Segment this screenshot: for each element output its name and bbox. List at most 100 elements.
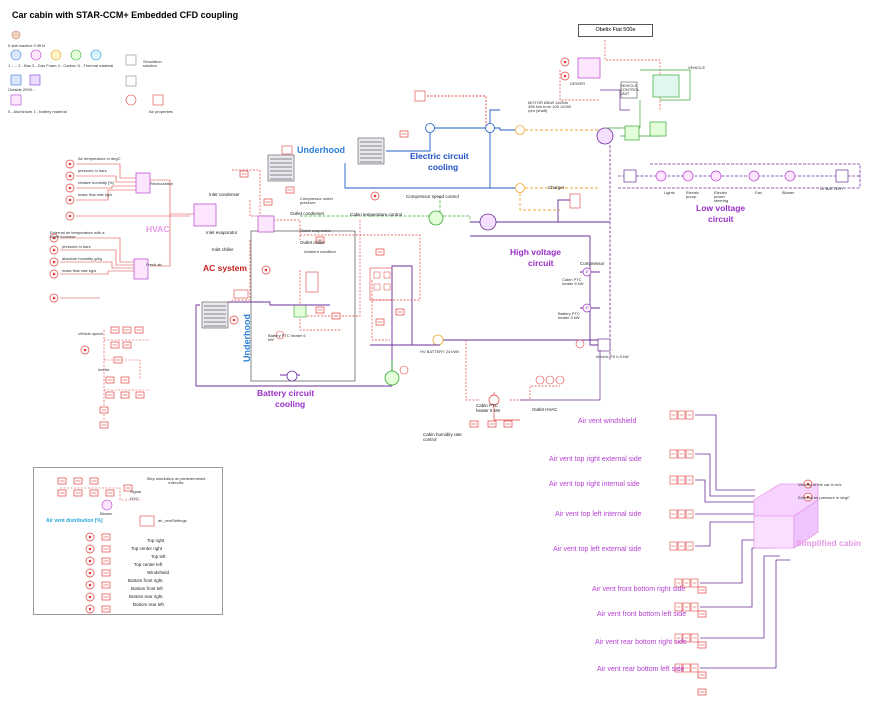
compressor-speed-label: Compressor speed control: [406, 194, 459, 199]
driver-label: DRIVER: [570, 81, 586, 86]
legend-item-3: Top left: [151, 554, 166, 559]
low-voltage-label-1: Low voltage: [696, 203, 746, 213]
legend-small-1: 0 stat inactive 0 lift N: [8, 43, 45, 48]
recirculation-label: Recirculation: [150, 181, 174, 186]
step-simulation-label: Step simulation at predetermined interva…: [146, 476, 206, 485]
electric-components: [399, 90, 614, 193]
air-vent-9: Air vent rear bottom left side: [597, 666, 685, 673]
underhood-left-label: Underhood: [242, 314, 252, 362]
hvac-input2-4: mass flow rate kg/s: [62, 268, 97, 273]
charger-label: Charger: [548, 185, 565, 190]
hvac-input2-2: pressure in bars: [62, 244, 91, 249]
air-vent-6: Air vent front bottom right side: [592, 586, 686, 593]
fresh-air-label: Fresh air: [146, 262, 162, 267]
air-vent-legend-box: [33, 467, 223, 615]
air-vent-8: Air vent rear bottom right side: [595, 639, 687, 646]
compressor-outlet-pressure-label: Compressor outlet pressure: [300, 196, 333, 205]
legend-item-8: Bottom rear right: [129, 594, 163, 599]
motor-label: MOTOR 83kW 162Nm 396 Nm from 100 12000 r…: [528, 100, 572, 113]
battery-circuit-label-2: cooling: [275, 399, 306, 409]
air-vent-4: Air vent top left internal side: [555, 511, 642, 518]
legend-small-4: 0 - Aluminium 1 - battery material: [8, 109, 67, 114]
inlet-chiller-label: Inlet chiller: [212, 247, 234, 252]
low-voltage-label-2: circuit: [708, 214, 734, 224]
cabin-ptc-blocks: [469, 339, 585, 428]
lv-battery-label: LV BATTERY: [820, 186, 844, 191]
legend-icons: [10, 30, 164, 106]
cabin-temp-control-label: Cabin temperature control: [350, 212, 403, 217]
vehicle-blocks: [560, 57, 680, 141]
legend-title: Air vent distribution [%]: [46, 518, 103, 524]
legend-extra-dyo: DYO: [130, 496, 139, 501]
electric-circuit-label-2: cooling: [428, 162, 459, 172]
electric-cooling-lines: [344, 95, 600, 211]
inertia-label: Inertia: [98, 367, 110, 372]
cabin-humidity-label: Cabin humidity rate control: [423, 432, 462, 442]
hvac-input-4: mass flow rate kg/s: [78, 192, 113, 197]
battery-ptc-left-label: Battery PTC heater 6 kW: [268, 333, 306, 342]
external-pressure-label: External air pressure in degC: [798, 495, 850, 500]
hvac-input-3: relative humidity [%]: [78, 180, 114, 185]
electric-circuit-label-1: Electric circuit: [410, 151, 469, 161]
low-voltage-blocks: [623, 169, 849, 183]
compressor-label: Compressor: [580, 261, 605, 266]
high-voltage-label-2: circuit: [528, 258, 554, 268]
battery-circuit-label-1: Battery circuit: [257, 388, 315, 398]
high-voltage-blocks: [432, 193, 611, 352]
electric-ps-label: electric PS 0.9 kW: [596, 354, 629, 359]
hv-battery-label: HV BATTERY 24 kWh: [420, 349, 460, 354]
lv-item-steering: Electric power steering: [714, 190, 729, 203]
lv-item-lights: Lights: [664, 190, 675, 195]
battery-blocks: [229, 265, 409, 386]
ac-system-lines: [232, 169, 471, 341]
high-voltage-label-1: High voltage: [510, 247, 562, 257]
legend-item-6: Bottom front right: [128, 578, 163, 583]
vehicle-box-label: Obelix Fiat 500e: [578, 24, 653, 37]
simplified-cabin-label: Simplified cabin: [796, 538, 862, 548]
ac-system-label: AC system: [203, 263, 247, 273]
hvac-input-blocks: [49, 159, 217, 303]
velocity-in-label: Velocity of the car in m/s: [798, 482, 842, 487]
page-title: Car cabin with STAR-CCM+ Embedded CFD co…: [12, 10, 239, 20]
underhood-top-label: Underhood: [297, 145, 345, 155]
vehicle-speed-label: Vehicle speed: [78, 331, 103, 336]
legend-item-2: Top center right: [131, 546, 163, 551]
legend-small-5: Air properties: [149, 109, 173, 114]
low-voltage-lines: [609, 145, 861, 360]
air-vent-1: Air vent windshield: [578, 418, 637, 425]
outlet-evaporator-label: Outlet evaporator: [300, 228, 331, 233]
vehicle-label: VEHICLE: [688, 65, 706, 70]
ambient-condition-label: Ambient condition: [304, 249, 336, 254]
hvac-label: HVAC: [146, 224, 170, 234]
lv-item-pump: Electric pump: [686, 190, 700, 199]
air-vent-2: Air vent top right external side: [549, 456, 642, 463]
hvac-input2-3: absolute humidity g/kg: [62, 256, 102, 261]
legend-item-4: Top center left: [134, 562, 163, 567]
legend-blocks: [57, 477, 155, 527]
legend-small-6: Simulation solution: [143, 59, 162, 68]
cabin-ptc-heater-label: Cabin PTC heater 5 kW: [476, 403, 501, 413]
hvac-input-2: pressure in bars: [78, 168, 107, 173]
legend-extra-blower: Blower: [100, 511, 113, 516]
legend-item-9: Bottom rear left: [133, 602, 164, 607]
legend-item-1: Top right: [147, 538, 165, 543]
hvac-input2-1: External air temperature with a slight i…: [50, 230, 105, 239]
cabin-ptc-comp-label: Cabin PTC heater 5 kW: [562, 277, 584, 286]
underhood-hx-left: [201, 289, 307, 329]
air-vent-3: Air vent top right internal side: [549, 481, 640, 488]
legend-small-3: Outside 200K...: [8, 87, 36, 92]
hvac-input-1: Air temperature in degC: [78, 156, 121, 161]
simplified-cabin-shape: [753, 479, 819, 549]
lv-item-blower: Blower: [782, 190, 795, 195]
outlet-chiller-label: Outlet chiller: [300, 240, 326, 245]
underhood-hx-top: [267, 137, 385, 182]
hvac-inputs: [60, 163, 200, 299]
battery-ptc-comp-label: Battery PTC heater 5 kW: [558, 311, 580, 320]
legend-extra-signal: Signal: [130, 489, 142, 494]
legend-item-5: Windshield: [147, 570, 170, 575]
lv-item-fan: Fan: [755, 190, 762, 195]
outlet-hvac-label: Outlet HVAC: [532, 407, 558, 412]
air-vent-5: Air vent top left external side: [553, 546, 642, 553]
inlet-evaporator-label: Inlet evaporator: [206, 230, 238, 235]
